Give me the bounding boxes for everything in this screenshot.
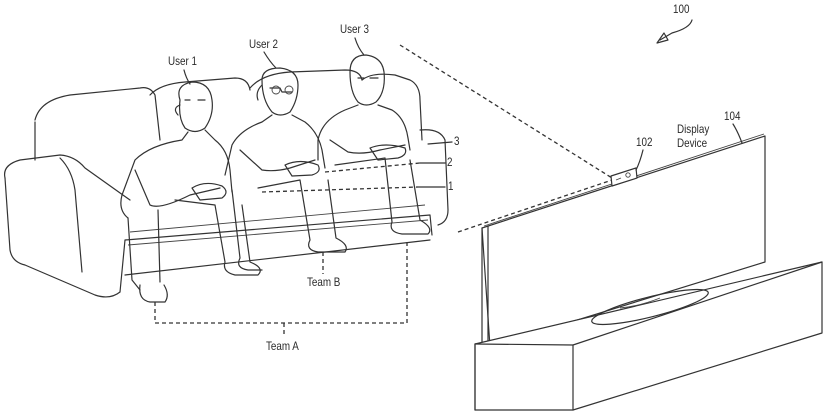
user1-figure [120, 81, 261, 303]
controller-1-label: 1 [448, 179, 454, 193]
camera-sight-lines [399, 44, 613, 233]
label-leaders [183, 19, 743, 171]
controller-3-label: 3 [454, 134, 460, 148]
user2-figure [224, 67, 347, 271]
sofa [3, 69, 449, 298]
controller-2-label: 2 [447, 155, 453, 169]
team-b-label: Team B [307, 275, 341, 289]
display-ref-104: 104 [724, 109, 741, 123]
figure-ref-100: 100 [673, 2, 690, 16]
camera-ref-102: 102 [636, 135, 653, 149]
display-device [474, 133, 823, 411]
user1-label: User 1 [168, 54, 197, 68]
display-label-line1: Display [677, 122, 710, 136]
team-a-label: Team A [266, 339, 299, 353]
team-brackets [154, 240, 408, 337]
user2-label: User 2 [249, 37, 278, 51]
user3-label: User 3 [340, 22, 369, 36]
controller-leaders [261, 141, 453, 193]
display-label-line2: Device [677, 136, 708, 150]
user3-figure [317, 54, 431, 235]
